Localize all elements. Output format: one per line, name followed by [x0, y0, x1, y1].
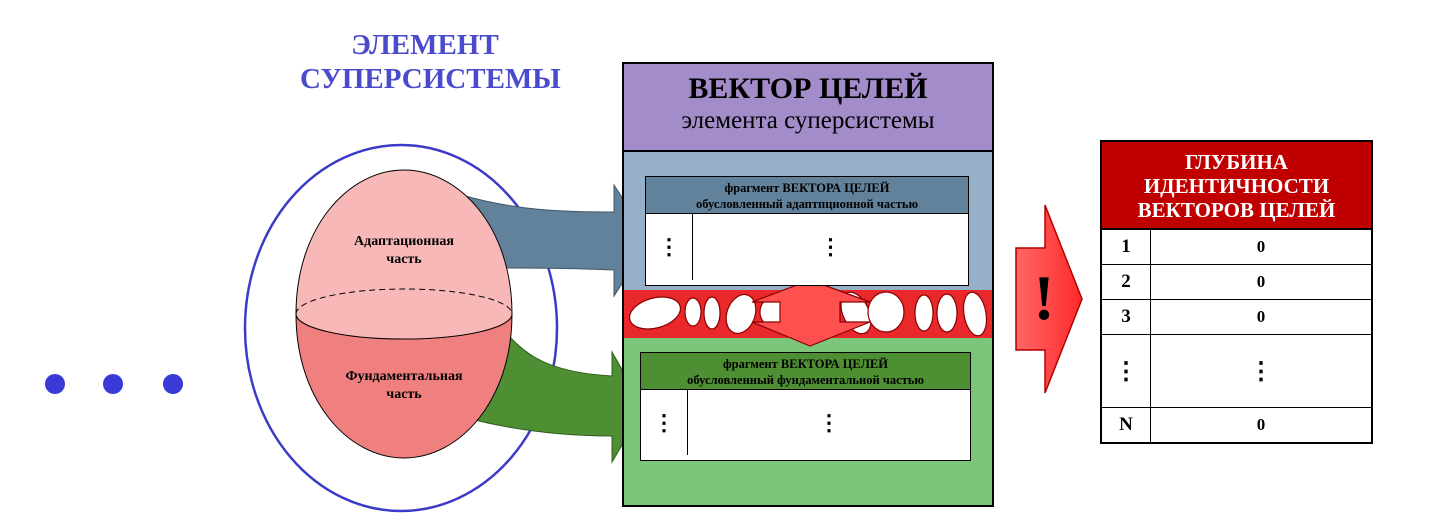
adaptive-fragment-header: фрагмент ВЕКТОРА ЦЕЛЕЙ обусловленный ада… — [646, 177, 968, 214]
row-value: 0 — [1256, 307, 1266, 326]
table-row: ⋮ ⋮ — [1102, 335, 1371, 408]
table-row: 1 0 — [1102, 230, 1371, 265]
fundamental-fragment: фрагмент ВЕКТОРА ЦЕЛЕЙ обусловленный фун… — [640, 352, 971, 461]
row-index: ⋮ — [1102, 335, 1151, 407]
adaptive-part-label-line1: Адаптационная — [354, 234, 454, 249]
row-index: 2 — [1102, 265, 1151, 299]
adaptive-fragment: фрагмент ВЕКТОРА ЦЕЛЕЙ обусловленный ада… — [645, 176, 969, 286]
fundamental-fragment-line2: обусловленный фундаментальной частью — [687, 373, 924, 387]
egg-divider — [295, 288, 513, 315]
fundamental-fragment-line1: фрагмент ВЕКТОРА ЦЕЛЕЙ — [723, 357, 888, 371]
warning-arrow — [1015, 204, 1083, 394]
row-index: 3 — [1102, 300, 1151, 334]
row-value: 0 — [1256, 272, 1266, 291]
adaptive-part-label: Адаптационная часть — [320, 233, 488, 269]
supersystem-title-line2: СУПЕРСИСТЕМЫ — [300, 63, 561, 95]
supersystem-boundary — [243, 143, 559, 513]
row-index: 1 — [1102, 230, 1151, 264]
adaptive-part-label-line2: часть — [386, 252, 422, 267]
adaptive-fragment-cell-value: ⋮ — [819, 234, 842, 259]
fundamental-part-label-line2: часть — [386, 387, 422, 402]
warning-exclamation-icon: ! — [1033, 262, 1055, 333]
identity-depth-title: ГЛУБИНА ИДЕНТИЧНОСТИ ВЕКТОРОВ ЦЕЛЕЙ — [1102, 142, 1371, 230]
goal-vector-title: ВЕКТОР ЦЕЛЕЙ — [688, 72, 928, 105]
ellipsis-dot — [103, 374, 123, 394]
row-index: N — [1102, 408, 1151, 442]
fundamental-fragment-header: фрагмент ВЕКТОРА ЦЕЛЕЙ обусловленный фун… — [641, 353, 970, 390]
identity-depth-title-line1: ГЛУБИНА — [1185, 150, 1288, 174]
egg-adaptive-part — [295, 169, 513, 340]
identity-depth-title-line3: ВЕКТОРОВ ЦЕЛЕЙ — [1137, 198, 1336, 222]
row-value: 0 — [1256, 415, 1266, 434]
ellipsis-dot — [45, 374, 65, 394]
adaptive-fragment-row: ⋮ ⋮ — [646, 214, 968, 280]
ellipsis-dots — [45, 374, 183, 394]
fundamental-fragment-cell-value: ⋮ — [818, 409, 840, 435]
fundamental-fragment-cell-index: ⋮ — [641, 390, 688, 455]
ellipsis-dot — [163, 374, 183, 394]
table-row: 2 0 — [1102, 265, 1371, 300]
supersystem-title: ЭЛЕМЕНТ СУПЕРСИСТЕМЫ — [300, 28, 561, 96]
goal-vector-header: ВЕКТОР ЦЕЛЕЙ элемента суперсистемы — [624, 64, 992, 152]
row-value: 0 — [1256, 237, 1266, 256]
identity-depth-table: ГЛУБИНА ИДЕНТИЧНОСТИ ВЕКТОРОВ ЦЕЛЕЙ 1 0 … — [1100, 140, 1373, 444]
fundamental-part-label: Фундаментальная часть — [320, 368, 488, 404]
table-row: 3 0 — [1102, 300, 1371, 335]
adaptive-fragment-cell-index: ⋮ — [646, 214, 693, 280]
identity-depth-title-line2: ИДЕНТИЧНОСТИ — [1143, 174, 1330, 198]
fundamental-part-label-line1: Фундаментальная — [345, 369, 463, 384]
adaptive-fragment-line2: обусловленный адаптпционной частью — [695, 197, 918, 211]
supersystem-title-line1: ЭЛЕМЕНТ — [351, 29, 499, 61]
table-row: N 0 — [1102, 408, 1371, 442]
exchange-double-arrow — [751, 279, 871, 347]
adaptive-fragment-line1: фрагмент ВЕКТОРА ЦЕЛЕЙ — [724, 181, 890, 195]
goal-vector-subtitle: элемента суперсистемы — [681, 107, 935, 134]
row-value: ⋮ — [1249, 358, 1273, 385]
fundamental-fragment-row: ⋮ ⋮ — [641, 390, 970, 455]
